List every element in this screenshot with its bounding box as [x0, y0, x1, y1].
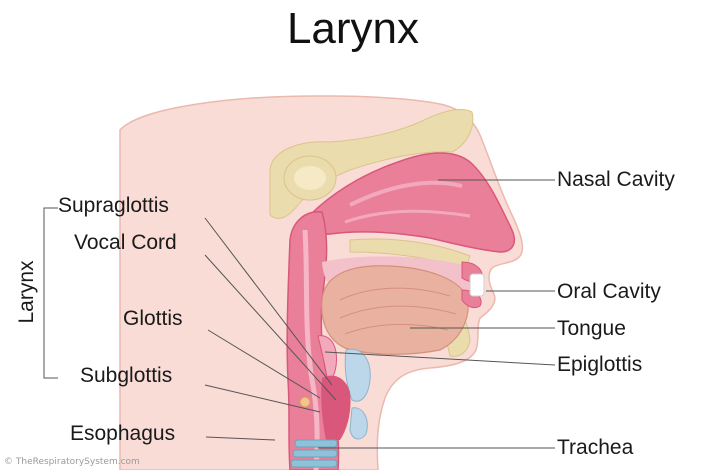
- teeth: [470, 274, 484, 296]
- tongue-shape: [322, 266, 469, 354]
- label-subglottis: Subglottis: [80, 364, 172, 388]
- label-tongue: Tongue: [557, 317, 626, 341]
- label-vocal-cord: Vocal Cord: [74, 231, 177, 255]
- label-esophagus: Esophagus: [70, 422, 175, 446]
- label-glottis: Glottis: [123, 307, 183, 331]
- label-oral-cavity: Oral Cavity: [557, 280, 661, 304]
- label-trachea: Trachea: [557, 436, 633, 460]
- group-label-larynx: Larynx: [15, 257, 39, 327]
- copyright-credit: © TheRespiratorySystem.com: [4, 457, 140, 467]
- label-nasal-cavity: Nasal Cavity: [557, 168, 675, 192]
- sinus-cavity: [294, 166, 326, 190]
- arytenoid: [300, 397, 310, 407]
- trachea-rings: [291, 440, 337, 467]
- label-epiglottis: Epiglottis: [557, 353, 642, 377]
- label-supraglottis: Supraglottis: [58, 194, 169, 218]
